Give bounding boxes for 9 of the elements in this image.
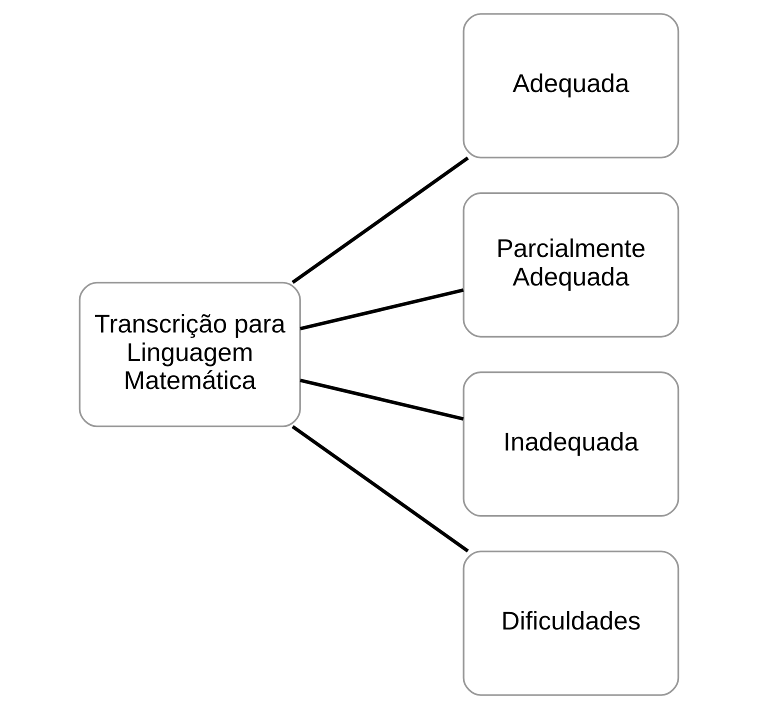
node-box: Inadequada	[462, 371, 680, 517]
connector	[292, 156, 469, 284]
connector	[292, 425, 469, 552]
connector	[300, 378, 464, 421]
node-box: Adequada	[462, 13, 680, 158]
node-box: Parcialmente Adequada	[462, 192, 680, 338]
connector	[300, 288, 464, 330]
node-box: Dificuldades	[462, 550, 680, 696]
node-box: Transcrição para Linguagem Matemática	[78, 282, 301, 428]
